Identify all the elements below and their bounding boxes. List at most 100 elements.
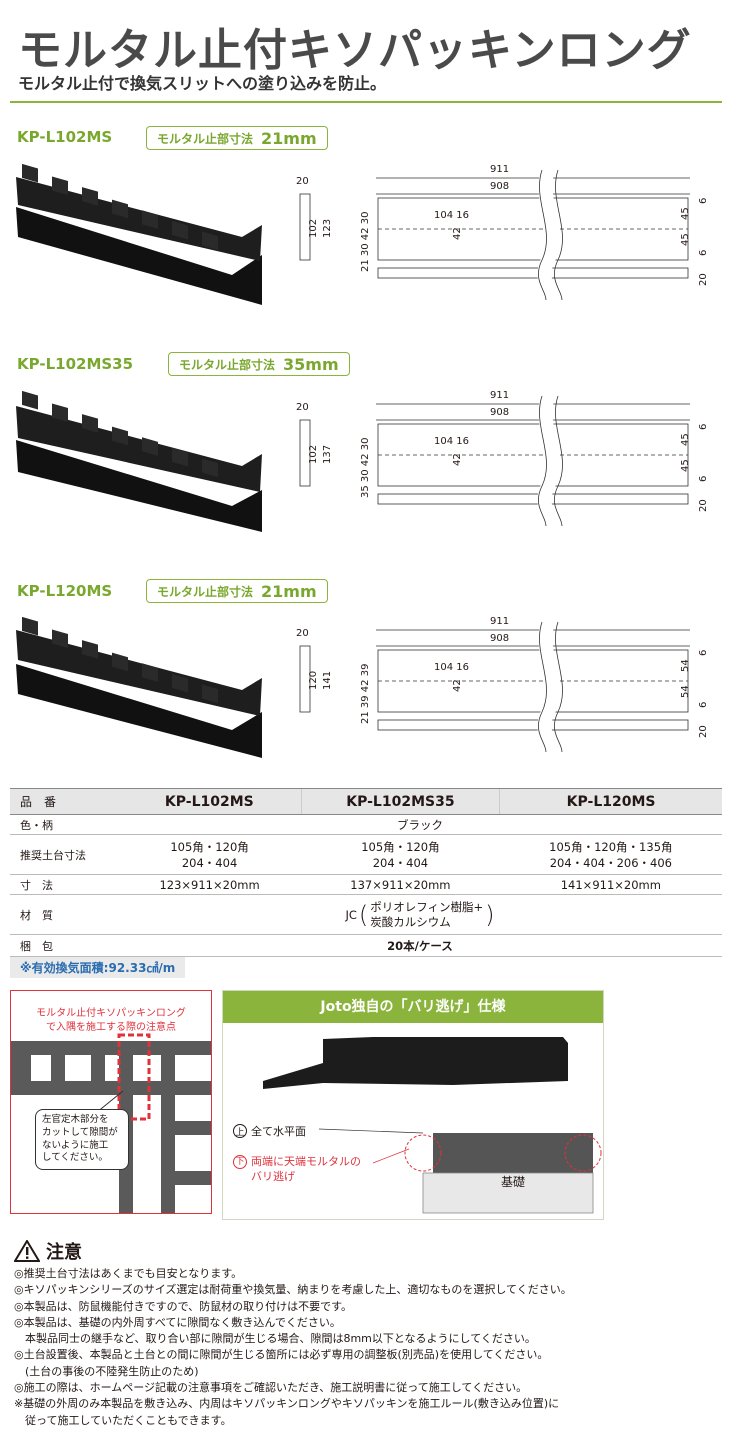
product-photo-3 [16, 616, 262, 758]
warning-callout: 左官定木部分を カットして隙間が ないように施工 してください。 [35, 1109, 129, 1171]
spec-model-1: KP-L102MS [118, 788, 302, 815]
caution-notes: ◎推奨土台寸法はあくまでも目安となります。 ◎キソパッキンシリーズのサイズ選定は… [14, 1266, 734, 1429]
bottom-label-line-2: バリ逃げ [251, 1169, 295, 1183]
dim-right-c: 54 [680, 685, 691, 698]
note-line: ◎土台設置後、本製品と土台との間に隙間が生じる箇所には必ず専用の調整板(別売品)… [14, 1348, 549, 1362]
dim-right-a: 6 [698, 424, 709, 430]
dim-right-a: 6 [698, 198, 709, 204]
dim-right-e: 20 [698, 499, 709, 512]
product-photo-2 [16, 390, 262, 532]
dim-total-length: 911 [490, 390, 509, 401]
top-label-text: 全て水平面 [251, 1125, 306, 1138]
dim-thickness: 20 [296, 176, 309, 187]
dim-right-c: 45 [680, 233, 691, 246]
dim-badge-value: 35mm [283, 354, 339, 374]
warning-box-title: モルタル止付キソパッキンロング で入隅を施工する際の注意点 [36, 1008, 186, 1033]
product-name-2: KP-L102MS35 [17, 355, 134, 373]
spec-base-label: 推奨土台寸法 [10, 834, 118, 875]
foundation-label: 基礎 [501, 1175, 526, 1189]
note-line: 本製品同士の継手など、取り合い部に隙間が生じる場合、隙間は8mm以下となるように… [14, 1332, 536, 1346]
corner-warning-box: モルタル止付キソパッキンロング で入隅を施工する際の注意点 左官定木部分を カッ… [10, 990, 212, 1214]
spec-row-material: 材 質 JC ( ポリオレフィン樹脂+ 炭酸カルシウム ) [10, 894, 722, 935]
dim-left-stack: 21 30 42 30 [360, 212, 371, 272]
joto-feature-box: Joto独自の「バリ逃げ」仕様 上 全て水平面 下 両端に天端モルタルの バリ逃… [222, 990, 604, 1220]
spec-color-value: ブラック [118, 814, 722, 835]
joto-diagram [263, 1037, 602, 1214]
spec-size-1: 123×911×20mm [118, 874, 302, 895]
dim-right-d: 6 [698, 250, 709, 256]
caution-title-text: 注意 [46, 1242, 82, 1263]
dim-badge-value: 21mm [261, 128, 317, 148]
bottom-marker: 下 [233, 1155, 247, 1169]
dim-total-length: 911 [490, 164, 509, 175]
material-line-1: ポリオレフィン樹脂+ [370, 899, 484, 914]
note-line: ◎推奨土台寸法はあくまでも目安となります。 [14, 1267, 243, 1280]
joto-bottom-label: 下 両端に天端モルタルの バリ逃げ [233, 1155, 361, 1185]
top-marker: 上 [233, 1124, 247, 1138]
dim-right-b: 54 [680, 659, 691, 672]
spec-row-color: 色・柄 ブラック [10, 814, 722, 835]
dim-right-e: 20 [698, 273, 709, 286]
dim-inner-length: 908 [490, 407, 509, 418]
spec-material-label: 材 質 [10, 894, 118, 935]
dim-width-2: 137 [322, 445, 333, 464]
dim-mid: 42 [452, 679, 463, 692]
spec-row-pack: 梱 包 20本/ケース [10, 934, 722, 957]
material-prefix: JC [345, 907, 357, 922]
note-line: (土台の事後の不陸発生防止のため) [14, 1364, 199, 1378]
warning-triangle-icon [14, 1240, 40, 1262]
spec-header-row: 品 番 KP-L102MS KP-L102MS35 KP-L120MS [10, 788, 722, 815]
page-subtitle: モルタル止付で換気スリットへの塗り込みを防止。 [18, 74, 387, 93]
dim-badge-3: モルタル止部寸法 21mm [146, 579, 328, 603]
dim-width-1: 120 [308, 671, 319, 690]
spec-table: 品 番 KP-L102MS KP-L102MS35 KP-L120MS 色・柄 … [10, 788, 722, 957]
product-name-3: KP-L120MS [17, 582, 113, 600]
ventilation-area-note: ※有効換気面積:92.33㎠/m [10, 957, 186, 978]
dim-left-stack: 35 30 42 30 [360, 438, 371, 498]
caution-heading: 注意 [14, 1238, 82, 1264]
technical-drawing-3: 20 120 141 21 39 42 39 911 908 104 16 42… [296, 616, 709, 752]
note-line: ◎施工の際は、ホームページ記載の注意事項をご確認いただき、施工説明書に従って施工… [14, 1381, 528, 1395]
note-line: ※基礎の外周のみ本製品を敷き込み、内周はキソパッキンロングやキソパッキンを施工ル… [14, 1397, 560, 1411]
dim-right-a: 6 [698, 650, 709, 656]
spec-color-label: 色・柄 [10, 814, 118, 835]
spec-model-3: KP-L120MS [499, 788, 722, 815]
dim-right-d: 6 [698, 702, 709, 708]
dim-badge-1: モルタル止部寸法 21mm [146, 126, 328, 150]
dim-mid: 42 [452, 227, 463, 240]
header-divider [10, 101, 722, 103]
spec-pack-label: 梱 包 [10, 934, 118, 957]
dim-badge-value: 21mm [261, 581, 317, 601]
dim-thickness: 20 [296, 628, 309, 639]
dim-badge-label: モルタル止部寸法 [157, 584, 254, 599]
page-title: モルタル止付キソパッキンロング [18, 25, 692, 76]
dim-width-1: 102 [308, 219, 319, 238]
spec-material-value: JC ( ポリオレフィン樹脂+ 炭酸カルシウム ) [118, 894, 722, 935]
dim-right-c: 45 [680, 459, 691, 472]
dim-right-b: 45 [680, 433, 691, 446]
dim-left-stack: 21 39 42 39 [360, 664, 371, 724]
dim-center: 104 16 [434, 436, 469, 447]
note-line: 従って施工していただくこともできます。 [14, 1413, 232, 1427]
spec-head-label: 品 番 [10, 788, 118, 815]
dim-thickness: 20 [296, 402, 309, 413]
note-line: ◎本製品は、基礎の内外周すべてに隙間なく敷き込んでください。 [14, 1315, 341, 1329]
joto-top-label: 上 全て水平面 [233, 1123, 306, 1139]
dim-right-e: 20 [698, 725, 709, 738]
dim-inner-length: 908 [490, 181, 509, 192]
note-line: ◎本製品は、防鼠機能付きですので、防鼠材の取り付けは不要です。 [14, 1299, 353, 1313]
dim-total-length: 911 [490, 616, 509, 627]
material-line-2: 炭酸カルシウム [370, 914, 451, 929]
dim-center: 104 16 [434, 662, 469, 673]
note-line: ◎キソパッキンシリーズのサイズ選定は耐荷重や換気量、納まりを考慮した上、適切なも… [14, 1283, 572, 1297]
dim-width-2: 141 [322, 671, 333, 690]
spec-model-2: KP-L102MS35 [300, 788, 500, 815]
dim-right-b: 45 [680, 207, 691, 220]
corner-diagram [11, 1033, 211, 1213]
bottom-label-line-1: 両端に天端モルタルの [251, 1155, 361, 1168]
dim-mid: 42 [452, 453, 463, 466]
dim-badge-label: モルタル止部寸法 [157, 131, 254, 146]
spec-size-label: 寸 法 [10, 874, 118, 895]
